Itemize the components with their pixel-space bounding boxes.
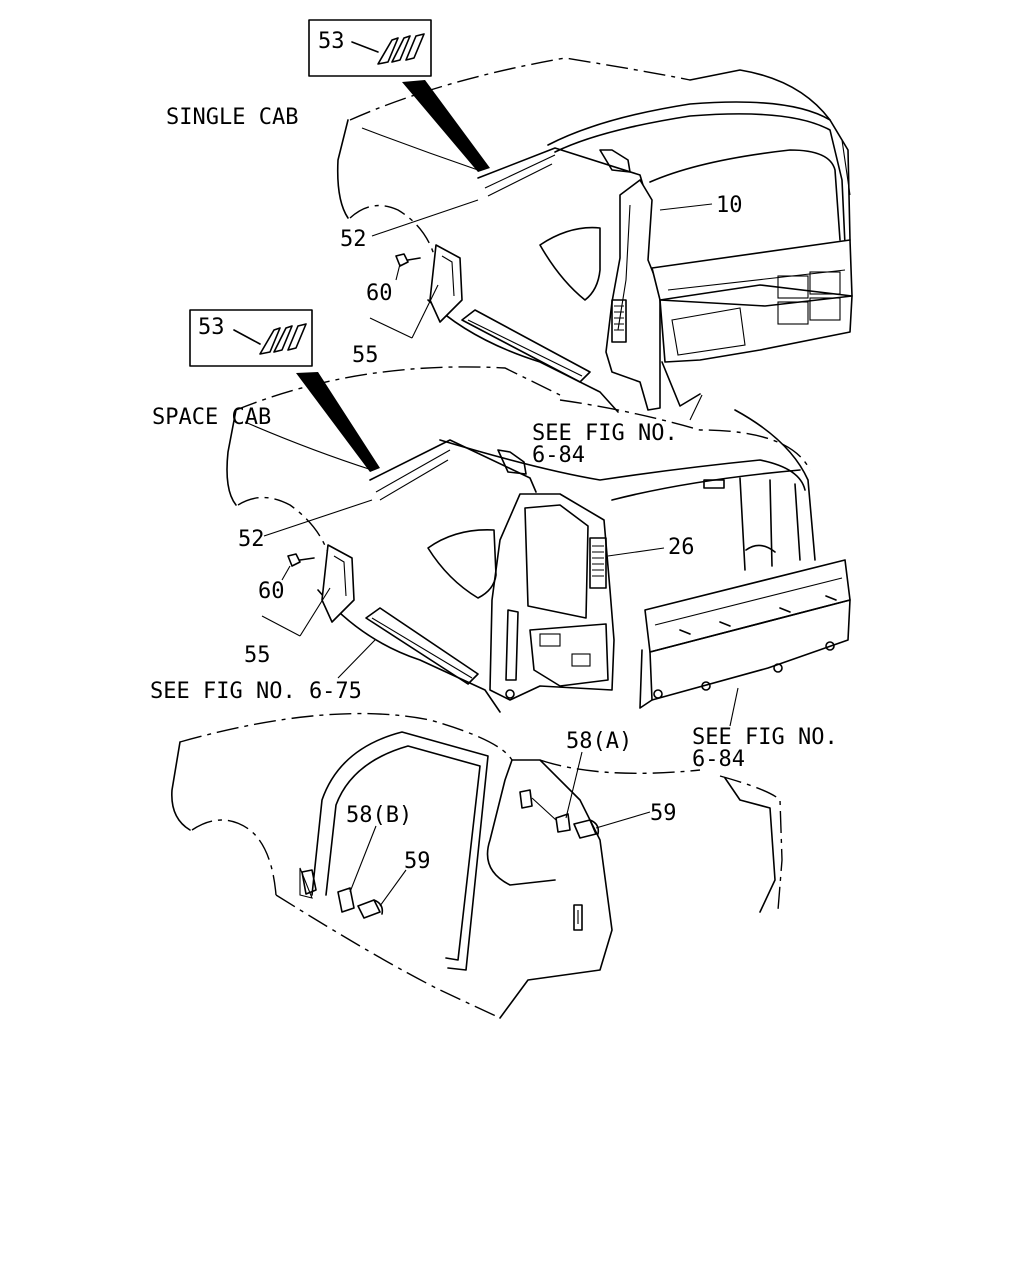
space-cab-assembly xyxy=(189,309,851,727)
screw-59b-icon xyxy=(357,899,384,919)
roof-space xyxy=(439,439,806,491)
windshield-pillar-space xyxy=(369,439,537,493)
callout-single-52: 52 xyxy=(340,227,367,252)
ref-fig-684-bottom-line1: SEE FIG NO. xyxy=(692,725,838,750)
quarter-trim-space xyxy=(489,493,615,701)
callout-door-58b: 58(B) xyxy=(346,803,412,828)
trim-clip-53-single-icon xyxy=(377,33,425,65)
screw-59a-icon xyxy=(573,819,600,839)
leader-wedge-single xyxy=(402,80,490,172)
leader-wedge-space xyxy=(296,372,380,472)
callout-single-55: 55 xyxy=(352,343,379,368)
ref-fig-684-bottom-line2: 6-84 xyxy=(692,747,745,772)
callout-door-58a: 58(A) xyxy=(566,729,632,754)
ref-fig-684-top-line1: SEE FIG NO. xyxy=(532,421,678,446)
fender-outline-single xyxy=(336,119,349,219)
callout-single-10: 10 xyxy=(716,193,743,218)
callout-door-59a: 59 xyxy=(650,801,677,826)
callout-space-53: 53 xyxy=(198,315,225,340)
label-space-cab: SPACE CAB xyxy=(152,405,271,430)
roof-single xyxy=(547,101,831,146)
callout-single-53: 53 xyxy=(318,29,345,54)
cab-phantom-outline-single xyxy=(349,57,691,121)
inset-box-53-space xyxy=(189,309,313,367)
label-single-cab: SINGLE CAB xyxy=(166,105,298,130)
inset-box-53-single xyxy=(308,19,432,77)
rear-pillar-trim-single xyxy=(605,179,661,411)
callout-door-59b: 59 xyxy=(404,849,431,874)
clip-58a-icon xyxy=(519,789,571,833)
single-cab-assembly xyxy=(308,19,853,421)
door-sill-single xyxy=(461,309,591,383)
seat-outline-space xyxy=(427,529,497,599)
rear-window-single xyxy=(649,149,841,241)
rear-trim-panel-space xyxy=(644,559,851,653)
body-phantom-outline-lower xyxy=(179,712,513,761)
trim-clip-53-space-icon xyxy=(259,323,307,355)
cab-phantom-outline-space xyxy=(235,366,561,411)
door-opening-assembly xyxy=(171,712,783,1019)
callout-space-55: 55 xyxy=(244,643,271,668)
kick-panel-space xyxy=(321,544,355,623)
door-weatherstrip xyxy=(311,731,489,971)
seat-outline-single xyxy=(539,226,601,301)
callout-space-26: 26 xyxy=(668,535,695,560)
clip-58b-icon xyxy=(337,887,355,913)
ref-fig-675: SEE FIG NO. 6-75 xyxy=(150,679,362,704)
callout-single-60: 60 xyxy=(366,281,393,306)
callout-space-60: 60 xyxy=(258,579,285,604)
clip-60-space-icon xyxy=(287,553,315,567)
clip-60-single-icon xyxy=(395,253,421,267)
callout-space-52: 52 xyxy=(238,527,265,552)
kick-panel-single xyxy=(429,244,463,323)
ref-fig-684-top-line2: 6-84 xyxy=(532,443,585,468)
door-sill-space xyxy=(365,607,479,685)
